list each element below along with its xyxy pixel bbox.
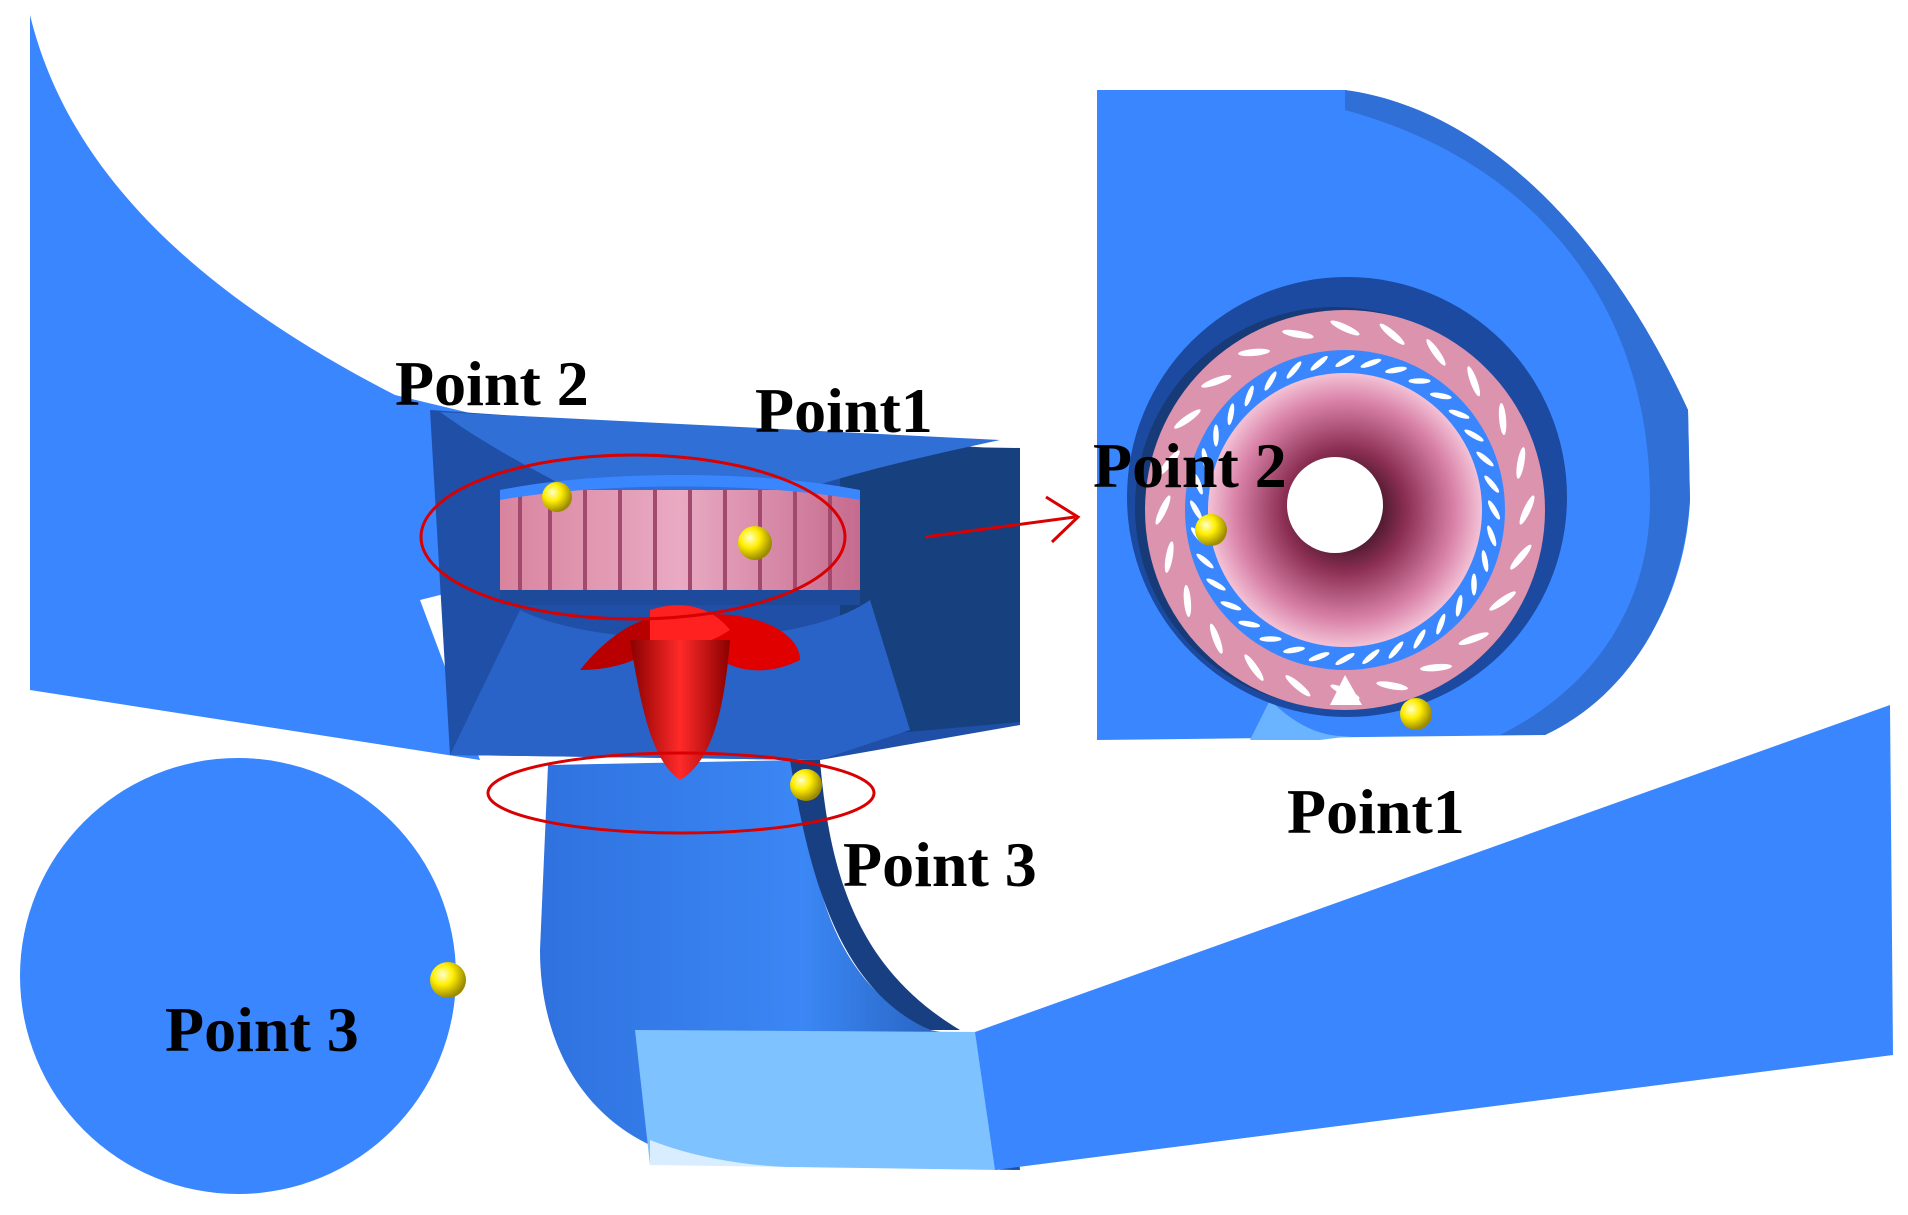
stay-vane [1498, 403, 1507, 435]
label-point-2-top: Point 2 [1093, 430, 1287, 501]
guide-vane [1196, 553, 1214, 569]
draft-tube-inlet-highlight-ellipse [486, 751, 876, 835]
runner [580, 605, 800, 780]
spiral-casing-surface [30, 15, 520, 760]
draft-tube-bottom-lip [650, 1140, 820, 1168]
monitor-point-3-marker-section [430, 962, 466, 998]
guide-vane [1413, 629, 1426, 649]
label-point-3-section: Point 3 [165, 994, 359, 1065]
guide-vane [1335, 354, 1355, 368]
guide-vane [1362, 649, 1380, 665]
spiral-tongue [1250, 700, 1360, 740]
stay-vane [1510, 544, 1532, 570]
monitoring-points [430, 482, 1432, 998]
runner-hub-cone [630, 640, 730, 780]
stay-vane [1376, 681, 1408, 691]
guide-vane [1429, 392, 1452, 400]
guide-vane [1481, 550, 1489, 572]
stay-vane [1155, 495, 1171, 525]
guide-vane [1244, 385, 1254, 407]
guide-vane [1464, 429, 1484, 442]
flow-passage-3d-view [30, 15, 1893, 1170]
guide-vane [1385, 366, 1407, 374]
vane-ring-lower-lip [500, 590, 860, 605]
draft-tube-opening [1287, 457, 1383, 553]
label-point-1-top: Point1 [1287, 776, 1465, 847]
outlet-cross-section [20, 758, 456, 1194]
guide-vane [1264, 371, 1277, 391]
vane-ring-upper-lip [500, 475, 860, 500]
guide-vane [1310, 355, 1328, 371]
spiral-casing-top-view [1097, 90, 1690, 740]
guide-vane [1335, 652, 1355, 666]
guide-vane [1388, 641, 1404, 659]
guide-vane [1476, 451, 1494, 467]
zoom-arrow [924, 495, 1081, 544]
stay-vane [1516, 447, 1526, 479]
tongue-notch [1330, 675, 1362, 705]
stay-vane [1183, 585, 1192, 617]
stay-vane [1282, 329, 1314, 339]
guide-vane [1286, 361, 1302, 379]
stay-vane [1209, 623, 1223, 654]
stay-vane [1519, 495, 1535, 525]
stay-vane [1285, 675, 1311, 697]
guide-vane [1206, 578, 1226, 591]
guide-vane [1360, 358, 1382, 368]
guide-vane [1283, 646, 1305, 654]
runner-blade-centre [650, 605, 730, 647]
guide-vane [1213, 424, 1219, 447]
guide-vane [1259, 636, 1282, 642]
stay-vane [1330, 320, 1360, 336]
guide-vane [1408, 378, 1431, 384]
label-point-3-3d: Point 3 [843, 829, 1037, 900]
stay-vane [1489, 591, 1516, 611]
guide-vane [1448, 409, 1470, 419]
guide-vane [1308, 652, 1330, 662]
monitor-point-2-marker-top [1195, 514, 1227, 546]
stay-vane [1420, 663, 1452, 672]
guide-vane [1455, 594, 1463, 617]
stay-vane [1379, 323, 1405, 345]
guide-vane [1487, 525, 1497, 547]
monitor-point-1-marker-top [1400, 698, 1432, 730]
monitor-point-2-marker-3d [542, 482, 572, 512]
guide-vane [1189, 500, 1203, 520]
guide-vane [1238, 620, 1261, 628]
guide-vanes [1189, 354, 1501, 666]
stay-vane [1174, 409, 1201, 429]
guide-vane [1484, 475, 1500, 493]
monitor-point-1-marker-3d [738, 526, 772, 560]
guide-vane [1436, 613, 1446, 635]
stay-vane [1244, 654, 1264, 681]
stay-vane [1164, 541, 1174, 573]
stay-vane [1426, 339, 1446, 366]
stay-vane [1238, 348, 1270, 357]
label-point-2-3d: Point 2 [395, 348, 589, 419]
stay-vane [1158, 450, 1180, 476]
stay-vane [1201, 374, 1232, 388]
draft-tube-bottom-face [635, 1030, 1000, 1170]
monitor-point-3-marker-3d [790, 769, 822, 801]
guide-vane [1220, 601, 1242, 611]
guide-vane [1471, 573, 1477, 596]
stay-vanes [1155, 320, 1535, 700]
guide-vane [1227, 403, 1235, 426]
label-point-1-3d: Point1 [755, 375, 933, 446]
guide-vane [1193, 473, 1203, 495]
stay-vane [1467, 366, 1481, 397]
guide-vane-highlight-ellipse [419, 453, 847, 621]
draft-tube-outlet-diffuser [975, 705, 1893, 1170]
point-labels: Point 2 Point1 Point 2 Point1 Point 3 Po… [165, 348, 1465, 1065]
guide-vane [1487, 500, 1501, 520]
stay-vane [1458, 632, 1489, 646]
guide-vane [1201, 448, 1209, 470]
